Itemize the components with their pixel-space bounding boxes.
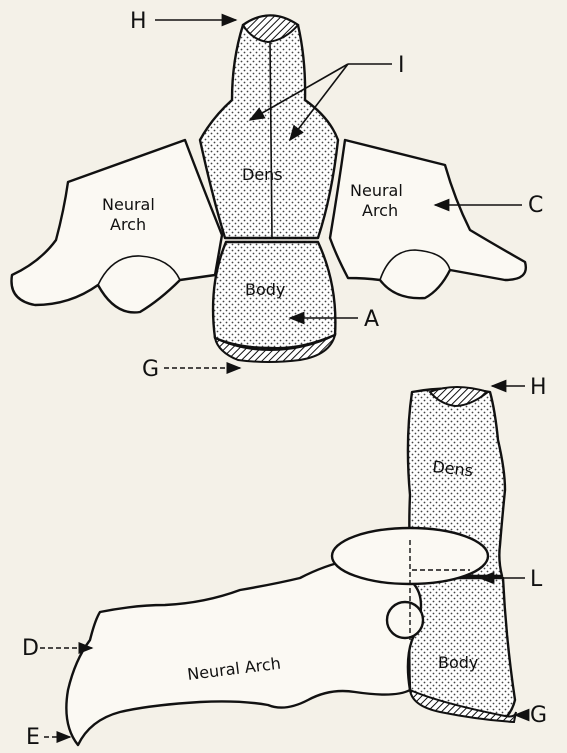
label-E: E (26, 725, 40, 750)
right-neural-arch (330, 140, 526, 298)
neural-arch-right-line2: Arch (362, 201, 398, 220)
dens-label-top: Dens (242, 165, 283, 184)
label-I: I (398, 53, 405, 78)
label-C: C (528, 193, 543, 218)
label-G-side: G (530, 703, 547, 728)
neural-arch-left-line2: Arch (110, 215, 146, 234)
body-label-top: Body (245, 280, 285, 299)
top-view: Dens Body Neural Arch Neural Arch H I C … (11, 9, 543, 382)
label-L: L (530, 567, 543, 592)
side-view: Dens Body Neural Arch H L D E G (22, 375, 547, 750)
label-H-top: H (130, 9, 147, 34)
label-G-top: G (142, 357, 159, 382)
neural-arch-right-line1: Neural (350, 181, 403, 200)
body-label-side: Body (438, 653, 478, 672)
label-H-side: H (530, 375, 547, 400)
transverse-foramen (387, 602, 423, 638)
side-neural-arch (66, 560, 421, 745)
label-A: A (364, 307, 379, 332)
label-D: D (22, 636, 39, 661)
dens-shape (200, 16, 338, 239)
neural-arch-left-line1: Neural (102, 195, 155, 214)
